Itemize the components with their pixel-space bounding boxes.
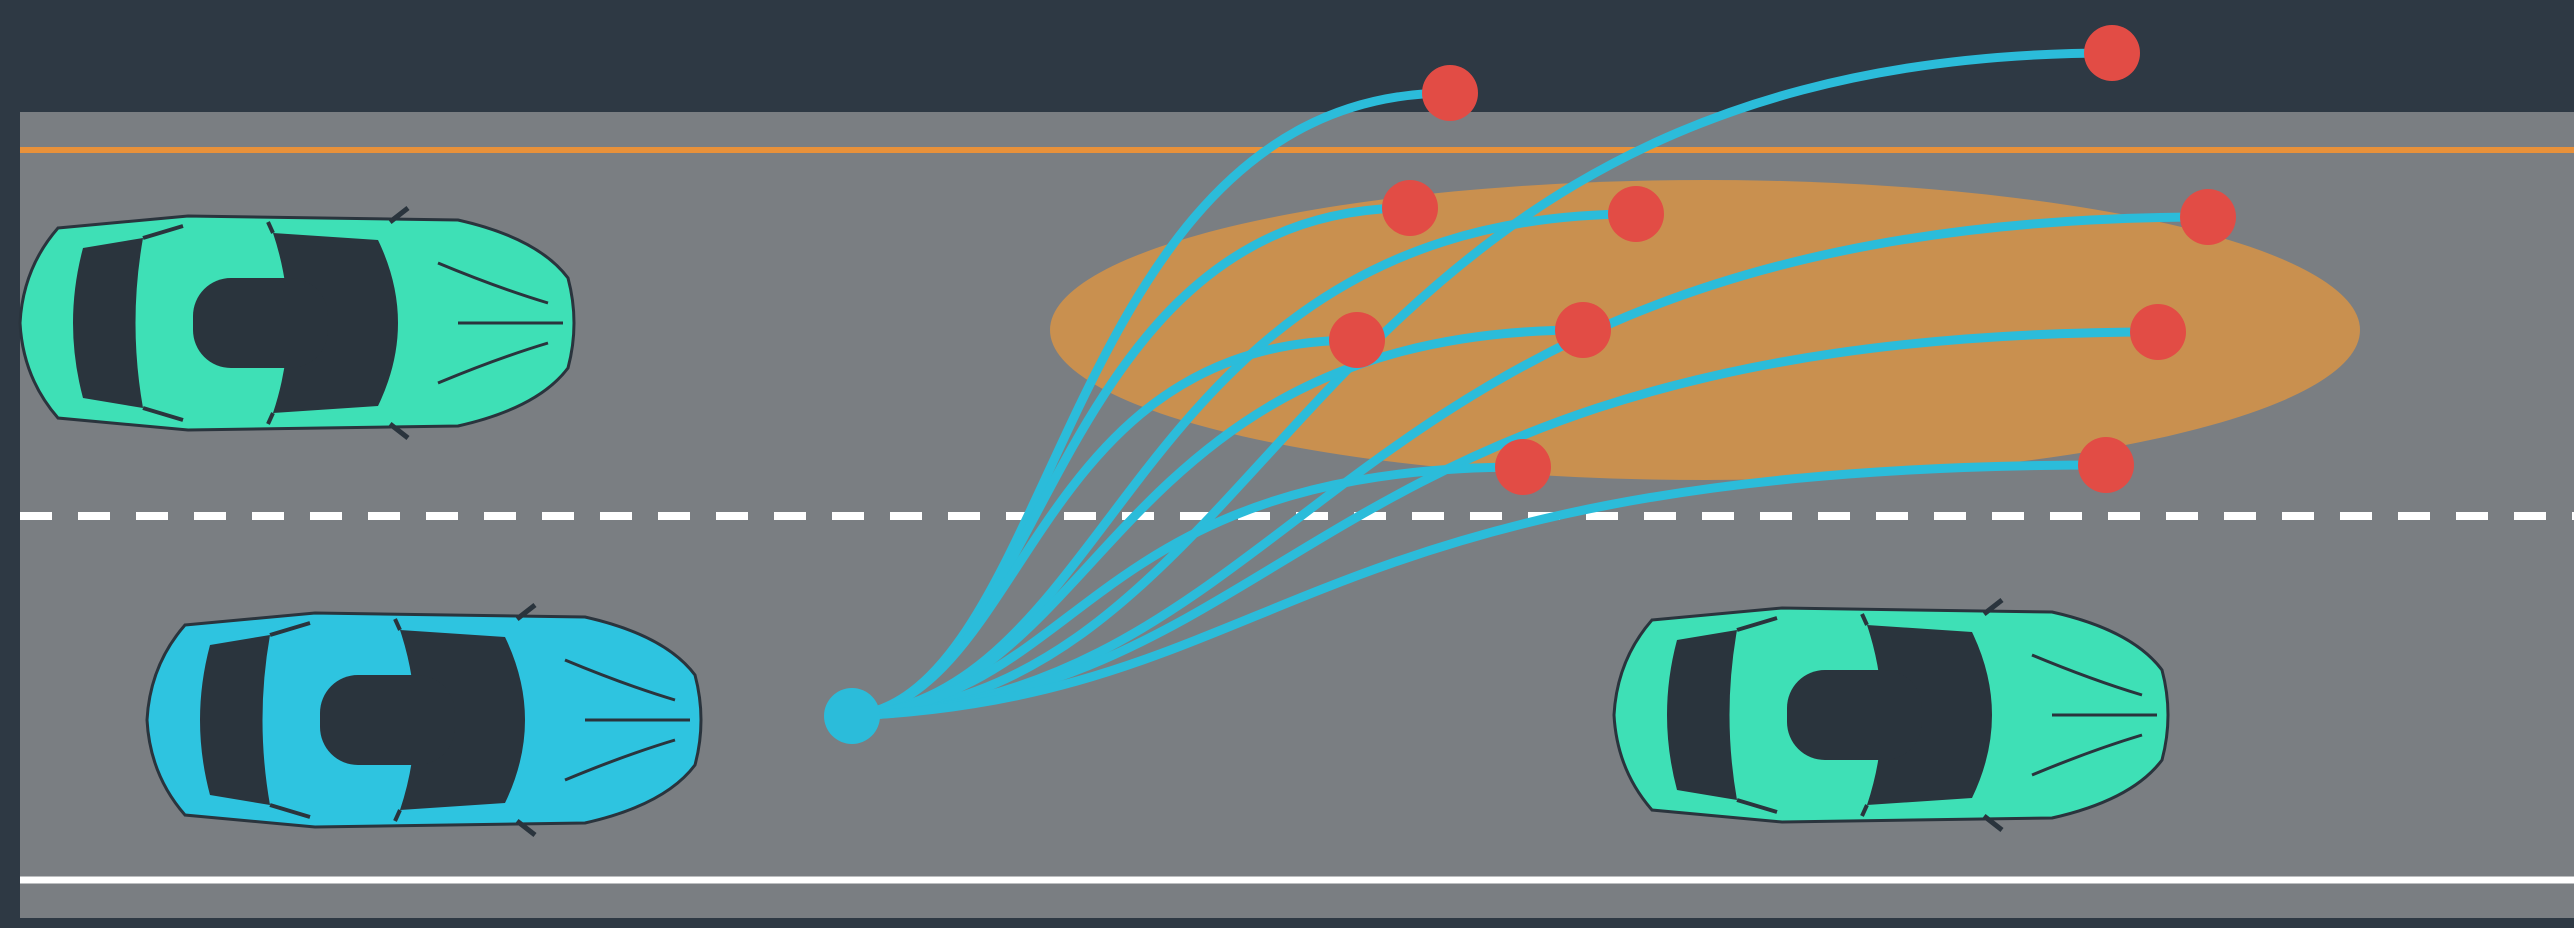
other-car-icon (1614, 600, 2168, 830)
start-point (824, 688, 880, 744)
goal-point (1329, 312, 1385, 368)
goal-point (2180, 189, 2236, 245)
goal-point (1495, 439, 1551, 495)
trajectory-path (847, 212, 2213, 721)
trajectory-path (847, 327, 2163, 721)
trajectory-path (847, 460, 2111, 721)
goal-point (1555, 302, 1611, 358)
goal-point (2084, 25, 2140, 81)
other-car-icon (20, 208, 574, 438)
goal-points (1329, 25, 2236, 495)
target-zone (1050, 180, 2360, 480)
ego-car-icon (147, 605, 701, 835)
trajectory-path (847, 48, 2117, 721)
goal-point (1382, 180, 1438, 236)
goal-point (1608, 186, 1664, 242)
goal-point (1422, 65, 1478, 121)
trajectory-path (847, 335, 1362, 721)
trajectory-path (847, 462, 1528, 721)
goal-point (2078, 437, 2134, 493)
goal-point (2130, 304, 2186, 360)
trajectories (847, 48, 2213, 721)
